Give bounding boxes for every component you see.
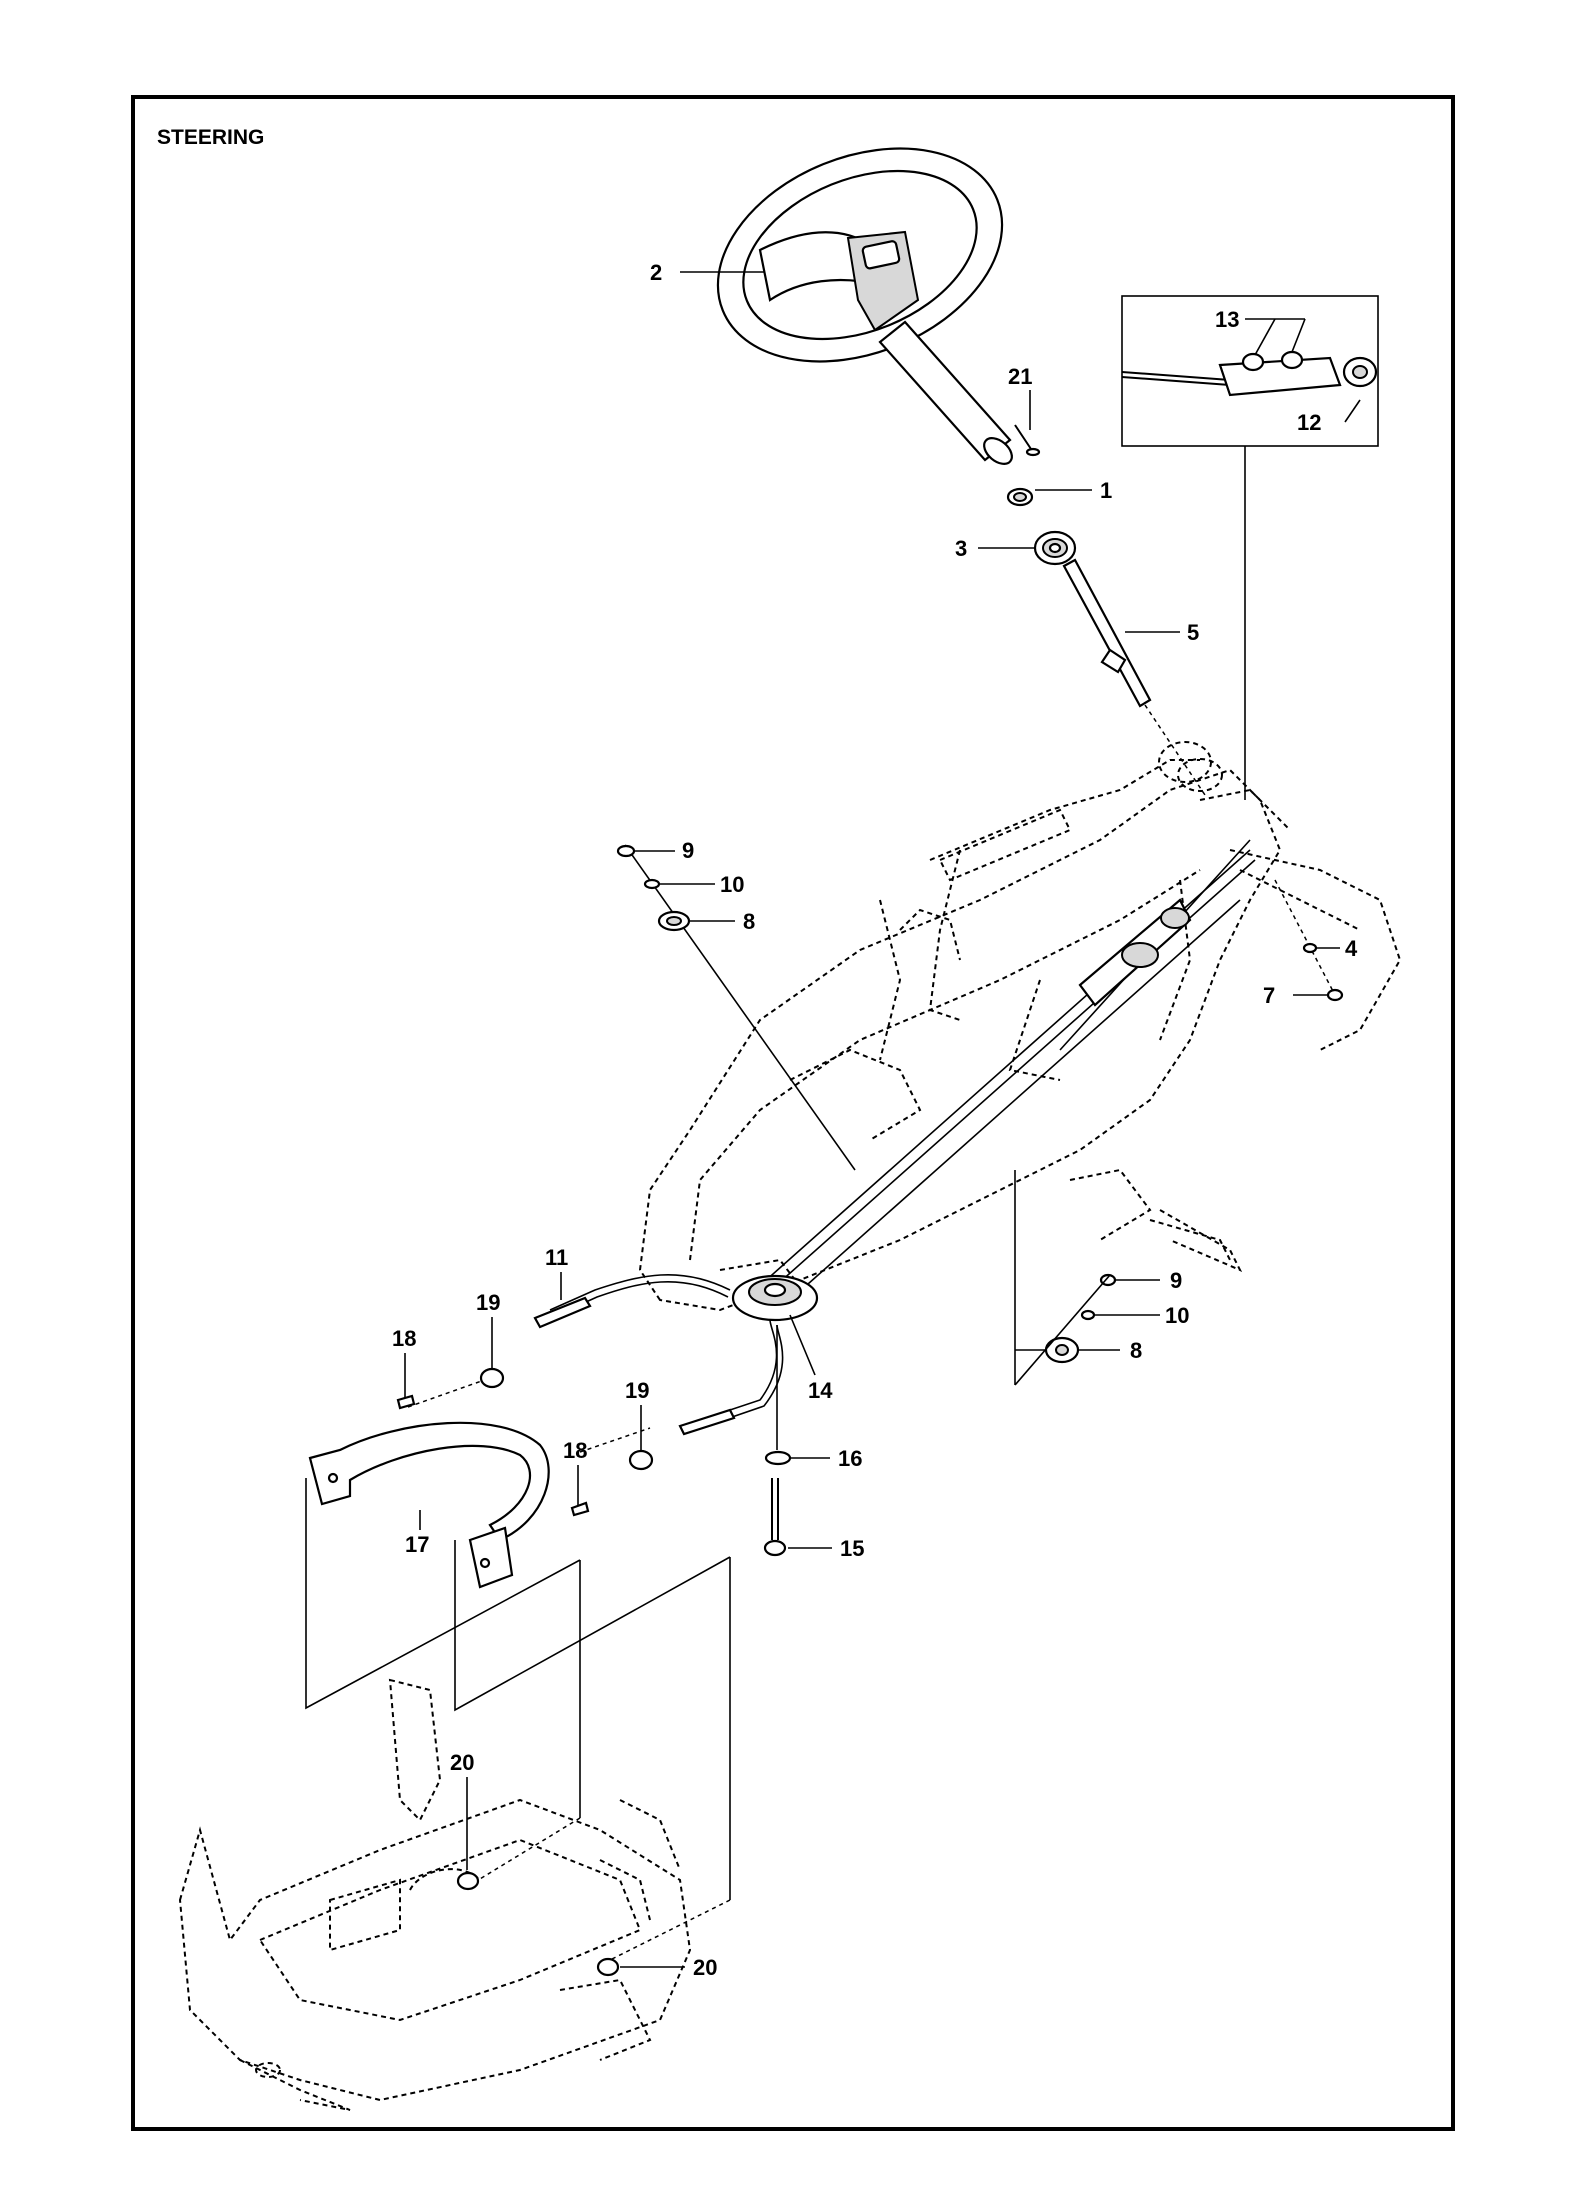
callout-20-lower: 20: [693, 1955, 717, 1980]
detail-inset: [1121, 295, 1379, 800]
callout-2: 2: [650, 260, 662, 285]
callout-9-lower: 9: [1170, 1268, 1182, 1293]
steering-linkage: [754, 839, 1256, 1301]
bushing-1: [1006, 487, 1034, 507]
callout-14: 14: [808, 1378, 833, 1403]
callout-19-left: 19: [476, 1290, 500, 1315]
callout-10-top: 10: [720, 872, 744, 897]
leader-top-assembly: [624, 844, 856, 1171]
callout-5: 5: [1187, 620, 1199, 645]
callout-3: 3: [955, 536, 967, 561]
steering-shaft-5: [1062, 558, 1206, 796]
callout-8-lower: 8: [1130, 1338, 1142, 1363]
callout-leaders: [404, 271, 1340, 1968]
callout-7: 7: [1263, 983, 1275, 1008]
callout-11: 11: [545, 1245, 568, 1270]
callout-19-right: 19: [625, 1378, 649, 1403]
steering-wheel: [716, 147, 1013, 465]
callout-18-right: 18: [563, 1438, 587, 1463]
callout-20-upper: 20: [450, 1750, 474, 1775]
callout-16: 16: [838, 1446, 862, 1471]
callout-21: 21: [1008, 364, 1032, 389]
callout-17: 17: [405, 1532, 429, 1557]
callout-13: 13: [1215, 307, 1239, 332]
callout-9-top: 9: [682, 838, 694, 863]
page-title: STEERING: [157, 126, 264, 149]
bracket-17: [308, 1421, 550, 1589]
washer-16-bolt-15: [763, 1325, 792, 1557]
callout-numbers: 2 21 13 12 1 3 5 9 10 8 4 7 11 19 9 10 8…: [392, 260, 1358, 1980]
lower-chassis-base: [178, 1678, 692, 2111]
nut-20: [456, 1871, 620, 1977]
assembly-leader-boxes: [305, 1478, 731, 1961]
callout-1: 1: [1100, 478, 1112, 503]
tie-rod-cable-11: [407, 1274, 784, 1453]
bolt-18: [396, 1394, 590, 1517]
callout-4: 4: [1345, 936, 1358, 961]
bearing-3: [1033, 530, 1077, 566]
callout-12: 12: [1297, 410, 1321, 435]
sector-gear-14: [731, 1274, 819, 1322]
callout-18-left: 18: [392, 1326, 416, 1351]
nut-19: [479, 1367, 654, 1471]
page-border: [131, 95, 1455, 2131]
callout-10-lower: 10: [1165, 1303, 1189, 1328]
pin-21: [1014, 424, 1041, 457]
hardware-right-4-7: [1274, 879, 1344, 1002]
callout-15: 15: [840, 1536, 864, 1561]
chassis-frame: [638, 741, 1402, 1321]
callout-8-top: 8: [743, 909, 755, 934]
hardware-lower-9-10-8: [1014, 1170, 1117, 1386]
hardware-top-9-10-8: [616, 844, 691, 932]
